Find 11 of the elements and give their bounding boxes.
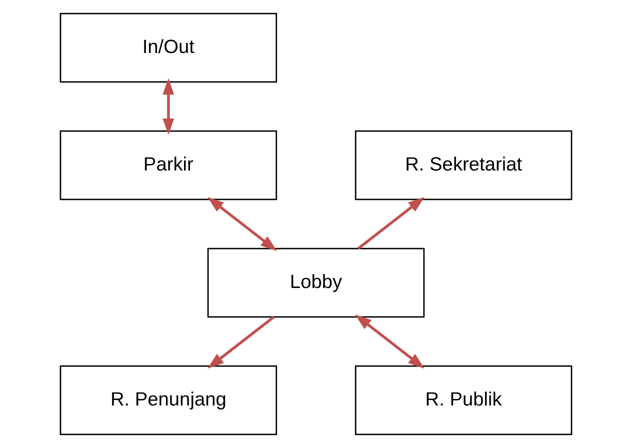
node-box: Lobby [207,248,425,318]
node-box: In/Out [60,12,278,83]
arrow [207,196,277,252]
node-box: R. Publik [354,365,572,436]
arrow [162,78,174,135]
arrow [357,196,425,250]
node-box: R. Penunjang [60,365,278,436]
node-box: R. Sekretariat [354,130,572,200]
arrow [355,314,425,369]
arrow [207,316,275,369]
node-box: Parkir [60,130,278,200]
